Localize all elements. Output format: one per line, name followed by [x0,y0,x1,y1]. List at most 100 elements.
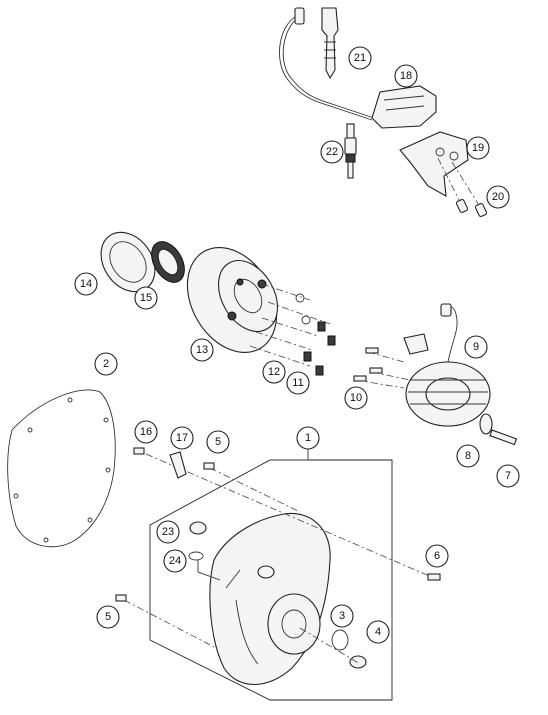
callout-circle [170,426,194,450]
callout-circle [348,46,372,70]
cover-gasket [7,389,116,548]
callout-18: 18 [394,64,418,88]
callout-circle [466,136,490,160]
callout-circle [94,352,118,376]
screw-axis-line [355,351,411,389]
oring [331,629,349,651]
leader-1 [270,448,309,461]
seal-washer [349,655,367,669]
callout-label: 24 [169,555,181,567]
cover-screw [427,573,441,581]
washer [301,315,311,325]
callout-3: 3 [330,604,354,628]
shaft-seal [299,627,367,669]
callout-circle [96,605,120,629]
callout-circle [330,604,354,628]
freewheel-ring [151,241,185,283]
pulse-generator-body [403,333,429,355]
callout-10: 10 [344,386,368,410]
plug-oring [188,551,204,561]
spark-plug-thread [347,161,354,179]
disc-inner [109,241,147,283]
callout-label: 23 [162,526,174,538]
callout-20: 20 [486,185,510,209]
callout-label: 4 [375,626,381,638]
rotor [186,246,279,354]
callout-label: 6 [434,550,440,562]
rotor-bolt-hole [236,278,244,286]
callout-label: 22 [326,146,338,158]
callout-5: 5 [206,430,230,454]
callout-14: 14 [74,272,98,296]
callout-circle [74,272,98,296]
callout-circle [456,444,480,468]
callout-circle [320,140,344,164]
callout-21: 21 [348,46,372,70]
coil-screw [455,198,469,214]
pulse-generator [403,333,429,355]
callout-1: 1 [296,426,320,450]
stator-screw [369,367,383,374]
callout-16: 16 [134,420,158,444]
callout-label: 12 [268,366,280,378]
ignition-cable [279,14,373,121]
callout-circle [464,335,488,359]
callout-circle [262,360,286,384]
callout-22: 22 [320,140,344,164]
rotor-bolt-hole [227,311,237,321]
spark-plug-insulator [344,137,357,155]
bracket-hole [449,151,459,161]
stator-screw [365,347,379,354]
gasket-hole [27,427,33,433]
callout-13: 13 [190,338,214,362]
gasket-outline [7,389,116,548]
callout-label: 10 [350,392,362,404]
screw-axis-line [437,157,483,211]
callout-circle [190,338,214,362]
callout-label: 2 [103,358,109,370]
ignition-cable-assembly [279,7,375,121]
callout-circle [286,371,310,395]
gasket-hole [105,467,111,473]
callout-label: 15 [140,292,152,304]
ignition-coil [371,85,437,129]
screw-axis-line [123,453,435,649]
callout-circle [425,544,449,568]
callout-12: 12 [262,360,286,384]
callout-circle [486,185,510,209]
cover-ribs [225,569,259,665]
callout-label: 1 [305,432,311,444]
callout-circle [496,464,520,488]
callout-label: 21 [354,52,366,64]
callout-label: 16 [140,426,152,438]
spark-plug-terminal [346,123,355,139]
gasket-hole [13,493,19,499]
cover-plug [189,521,207,535]
stator-screw [353,375,367,382]
gasket-hole [103,417,109,423]
bracket-hole [435,147,445,157]
callout-7: 7 [496,464,520,488]
cover-screw-lines [115,447,441,649]
callout-label: 13 [196,344,208,356]
seal-axis-line [299,627,361,665]
coil-screws [437,157,488,218]
coil-bracket [399,131,469,197]
callout-11: 11 [286,371,310,395]
leader-plug [197,560,221,581]
callout-label: 20 [492,191,504,203]
stator-connector [440,303,452,317]
freewheel-inner [157,248,179,276]
callout-circle [366,620,390,644]
gasket-hole [67,397,73,403]
gasket-hole [87,517,93,523]
gasket-hole [43,537,49,543]
callout-circle [296,426,320,450]
rotor-screw [317,321,326,332]
spark-plug-cap [321,7,339,80]
stator [405,303,491,427]
spark-plug-hex [345,153,356,163]
stator-center [425,377,471,411]
